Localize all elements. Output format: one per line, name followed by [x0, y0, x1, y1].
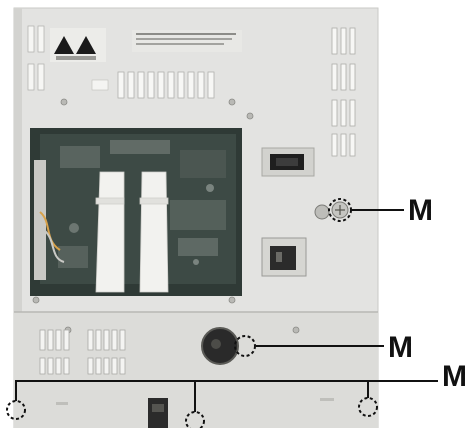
left-vent-slots — [27, 25, 45, 91]
ribbon-cables — [95, 171, 169, 293]
circuit-board — [30, 128, 242, 296]
round-connector — [201, 327, 239, 365]
leader-lines — [15, 209, 438, 412]
callout-label-m-right-screw: M — [408, 194, 433, 227]
warning-label — [50, 28, 106, 62]
screw-pair — [314, 201, 349, 220]
callout-circle-bottom-middle — [185, 411, 205, 428]
callout-circle-bottom-right — [358, 397, 378, 417]
top-vent-grille — [117, 71, 215, 99]
bottom-connector — [148, 398, 168, 428]
bottom-marks — [56, 398, 334, 405]
leader-line-3 — [15, 380, 438, 401]
connector-port — [261, 147, 315, 177]
lower-vent-grille — [39, 329, 126, 375]
caution-text-label — [132, 30, 242, 52]
right-vent-slots — [331, 27, 356, 157]
callout-circle-bottom-left — [6, 400, 26, 420]
power-socket — [261, 237, 307, 277]
small-label — [91, 79, 109, 91]
callout-label-m-connector: M — [388, 331, 413, 364]
callout-label-m-bottom-screws: M — [442, 360, 467, 393]
panel-left-edge — [14, 8, 22, 428]
callout-circle-connector — [234, 335, 256, 357]
